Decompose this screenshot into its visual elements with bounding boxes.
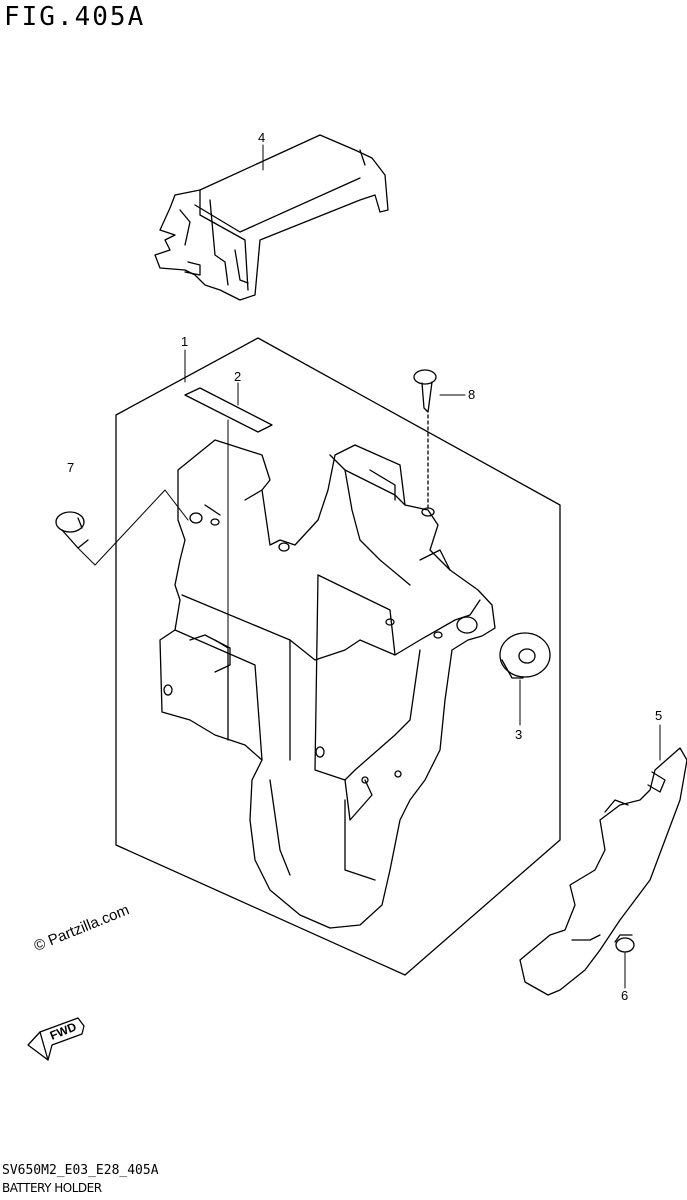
fwd-arrow <box>27 1017 85 1061</box>
callout-4: 4 <box>258 130 265 145</box>
leader-lines <box>77 144 661 989</box>
callout-8: 8 <box>468 387 475 402</box>
callout-2: 2 <box>234 369 241 384</box>
part-5-bracket <box>519 747 687 996</box>
footer-code: SV650M2_E03_E28_405A <box>2 1163 159 1178</box>
figure-title: FIG.405A <box>4 2 146 32</box>
part-1-outline <box>115 337 561 976</box>
part-6-clip <box>614 934 635 953</box>
callout-6: 6 <box>621 988 628 1003</box>
callout-5: 5 <box>655 708 662 723</box>
footer-name: BATTERY HOLDER <box>2 1181 102 1195</box>
callout-1: 1 <box>181 334 188 349</box>
part-2-label <box>184 387 273 433</box>
part-1-battery-holder <box>159 439 496 929</box>
part-3-grommet <box>499 632 551 679</box>
part-8-screw <box>413 369 437 413</box>
callout-3: 3 <box>515 727 522 742</box>
part-7-bolt <box>55 511 89 549</box>
callout-7: 7 <box>67 460 74 475</box>
part-4-cover <box>154 134 389 301</box>
